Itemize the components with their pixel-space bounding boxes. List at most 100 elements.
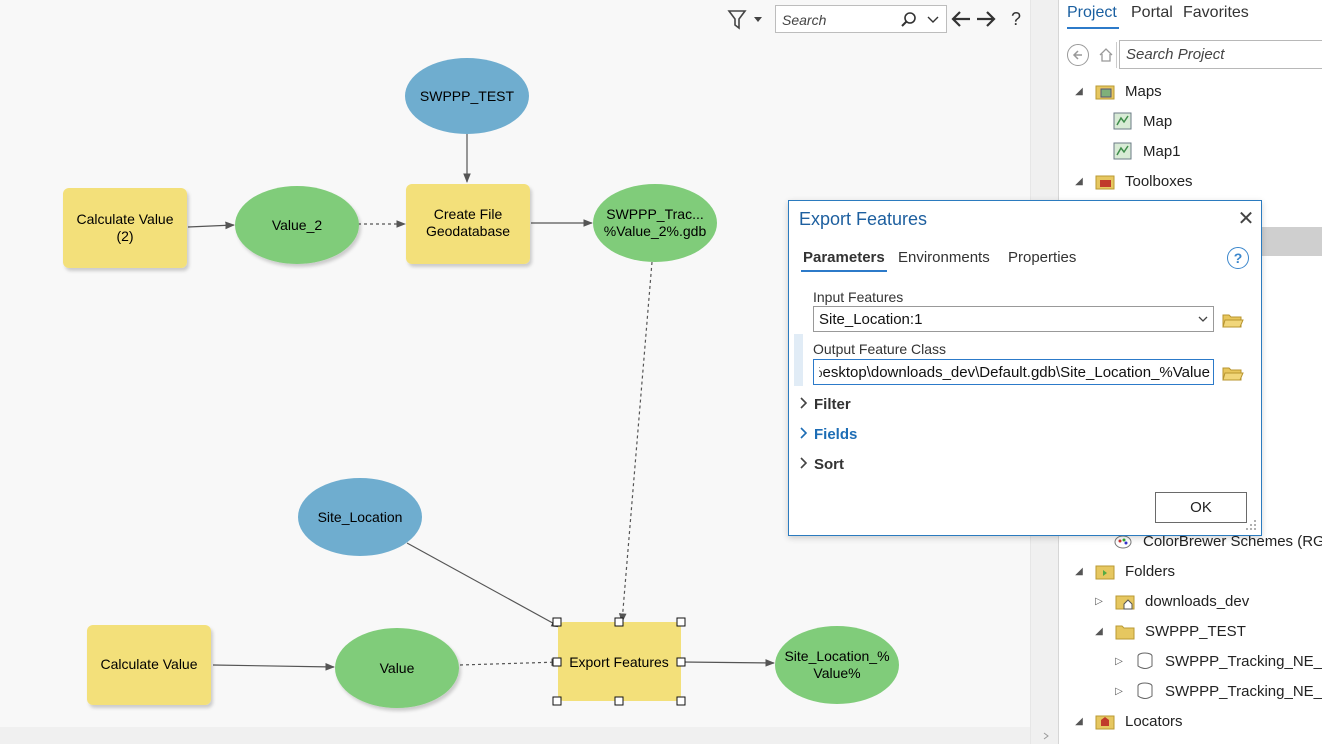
filter-button[interactable] (724, 5, 764, 33)
expand-toggle[interactable]: ◢ (1075, 565, 1083, 577)
expand-toggle[interactable]: ▷ (1115, 655, 1123, 667)
horizontal-scrollbar[interactable] (0, 727, 1030, 744)
node-calculate-value-label: Calculate Value (100, 656, 197, 672)
node-calculate-value-2[interactable]: Calculate Value (2) (63, 188, 187, 268)
node-create-gdb-label-line1: Create File (434, 206, 503, 222)
resize-grip-icon[interactable] (1245, 519, 1257, 531)
node-value-2-label: Value_2 (272, 217, 323, 233)
tab-portal[interactable]: Portal (1131, 4, 1173, 21)
project-search-input[interactable] (1126, 46, 1316, 63)
tree-item-maps[interactable]: ◢ Maps (1073, 77, 1162, 105)
tab-favorites[interactable]: Favorites (1183, 4, 1249, 21)
node-calculate-value[interactable]: Calculate Value (87, 625, 211, 705)
node-site-location-label: Site_Location (318, 509, 403, 525)
expand-toggle[interactable]: ◢ (1075, 85, 1083, 97)
section-fields-label: Fields (814, 425, 858, 443)
geodatabase-icon (1137, 652, 1153, 669)
node-swppp-test[interactable]: SWPPP_TEST (405, 58, 529, 134)
node-site-location-value-label-line2: Value% (813, 665, 860, 681)
back-button[interactable] (1067, 44, 1089, 66)
toolbox-folder-icon (1095, 175, 1115, 190)
tab-parameters[interactable]: Parameters (803, 249, 885, 266)
input-features-field[interactable] (819, 310, 1189, 329)
canvas-toolbar: ? (724, 5, 1030, 33)
close-button[interactable]: ✕ (1235, 207, 1257, 230)
section-filter[interactable]: Filter (799, 392, 851, 416)
node-swppp-tracking-gdb-label-line1: SWPPP_Trac... (606, 206, 704, 222)
tree-item-colorbrewer[interactable]: ColorBrewer Schemes (RGB) (1113, 527, 1322, 555)
node-value[interactable]: Value (335, 628, 459, 708)
tree-item-label: SWPPP_Tracking_NE_091 (1165, 652, 1322, 670)
dialog-title: Export Features (799, 209, 928, 229)
tree-item-locators[interactable]: ◢ Locators (1073, 707, 1183, 735)
section-fields[interactable]: Fields (799, 422, 857, 446)
section-sort-label: Sort (814, 455, 844, 473)
selection-handles[interactable] (552, 617, 686, 706)
search-icon[interactable] (900, 11, 918, 29)
next-result-button[interactable] (974, 5, 998, 33)
node-calculate-value-2-label-line2: (2) (116, 228, 133, 244)
tree-item-map1[interactable]: Map1 (1113, 137, 1181, 165)
previous-result-button[interactable] (949, 5, 973, 33)
connector-site-location-to-export (406, 542, 561, 628)
expand-toggle[interactable]: ◢ (1095, 625, 1103, 637)
output-feature-class-box[interactable] (813, 359, 1214, 385)
canvas-search-box (775, 5, 947, 33)
expand-toggle[interactable]: ◢ (1075, 715, 1083, 727)
node-export-features[interactable]: Export Features (552, 617, 686, 706)
selected-row-highlight (1259, 227, 1322, 256)
tree-item-folders[interactable]: ◢ Folders (1073, 557, 1175, 585)
back-arrow-icon (1072, 50, 1082, 60)
connector-export-to-output (681, 659, 775, 667)
browse-input-folder-icon[interactable] (1221, 310, 1245, 330)
project-pane: Project Portal Favorites ◢ Maps Map Map1… (1058, 0, 1322, 744)
close-icon: ✕ (1237, 207, 1255, 230)
node-swppp-tracking-gdb[interactable]: SWPPP_Trac... %Value_2%.gdb (593, 184, 717, 262)
node-create-file-geodatabase[interactable]: Create File Geodatabase (406, 184, 530, 264)
tree-item-toolboxes[interactable]: ◢ Toolboxes (1073, 167, 1193, 195)
node-site-location-value[interactable]: Site_Location_% Value% (775, 626, 899, 704)
filter-icon (727, 10, 762, 30)
canvas-search-input[interactable] (782, 10, 900, 29)
folders-icon (1095, 565, 1115, 580)
style-icon (1114, 535, 1132, 549)
tree-item-downloads-dev[interactable]: ▷ downloads_dev (1093, 587, 1249, 615)
node-calculate-value-2-label-line1: Calculate Value (76, 211, 173, 227)
input-features-combobox[interactable] (813, 306, 1214, 332)
section-sort[interactable]: Sort (799, 452, 844, 476)
project-search-box (1119, 40, 1322, 69)
browse-output-folder-icon[interactable] (1221, 363, 1245, 383)
node-site-location[interactable]: Site_Location (298, 478, 422, 556)
tree-item-swppp-tracking-092[interactable]: ▷ SWPPP_Tracking_NE_092 (1113, 677, 1322, 705)
node-value-label: Value (380, 660, 415, 676)
tree-item-label: SWPPP_Tracking_NE_092 (1165, 682, 1322, 700)
node-site-location-value-label-line1: Site_Location_% (784, 648, 889, 664)
expand-toggle[interactable]: ▷ (1095, 595, 1103, 607)
input-features-label: Input Features (813, 289, 904, 305)
tree-item-swppp-test[interactable]: ◢ SWPPP_TEST (1093, 617, 1246, 645)
chevron-down-icon[interactable] (1196, 313, 1210, 325)
tree-item-map[interactable]: Map (1113, 107, 1172, 135)
tab-project[interactable]: Project (1067, 4, 1117, 21)
ok-button[interactable]: OK (1155, 492, 1247, 523)
expand-toggle[interactable]: ◢ (1075, 175, 1083, 187)
tab-properties[interactable]: Properties (1008, 249, 1077, 266)
node-value-2[interactable]: Value_2 (235, 186, 359, 264)
expand-toggle[interactable]: ▷ (1115, 685, 1123, 697)
help-button[interactable]: ? (1227, 247, 1249, 269)
output-feature-class-field[interactable] (819, 363, 1210, 382)
connector-calc2-to-value2 (187, 221, 235, 230)
home-button[interactable] (1095, 42, 1117, 68)
tree-item-label: Folders (1125, 562, 1176, 580)
locators-icon (1095, 715, 1115, 730)
tree-item-label: Map1 (1143, 142, 1181, 160)
tab-environments[interactable]: Environments (898, 249, 990, 266)
help-button[interactable]: ? (1010, 8, 1021, 29)
search-options-chevron-icon[interactable] (927, 15, 939, 25)
model-diagram[interactable]: SWPPP_TEST Calculate Value (2) Value_2 C… (0, 0, 1030, 727)
home-folder-icon (1115, 595, 1135, 610)
active-tab-indicator (801, 270, 887, 272)
geodatabase-icon (1137, 682, 1153, 699)
tree-item-swppp-tracking-091[interactable]: ▷ SWPPP_Tracking_NE_091 (1113, 647, 1322, 675)
node-create-gdb-label-line2: Geodatabase (426, 223, 510, 239)
